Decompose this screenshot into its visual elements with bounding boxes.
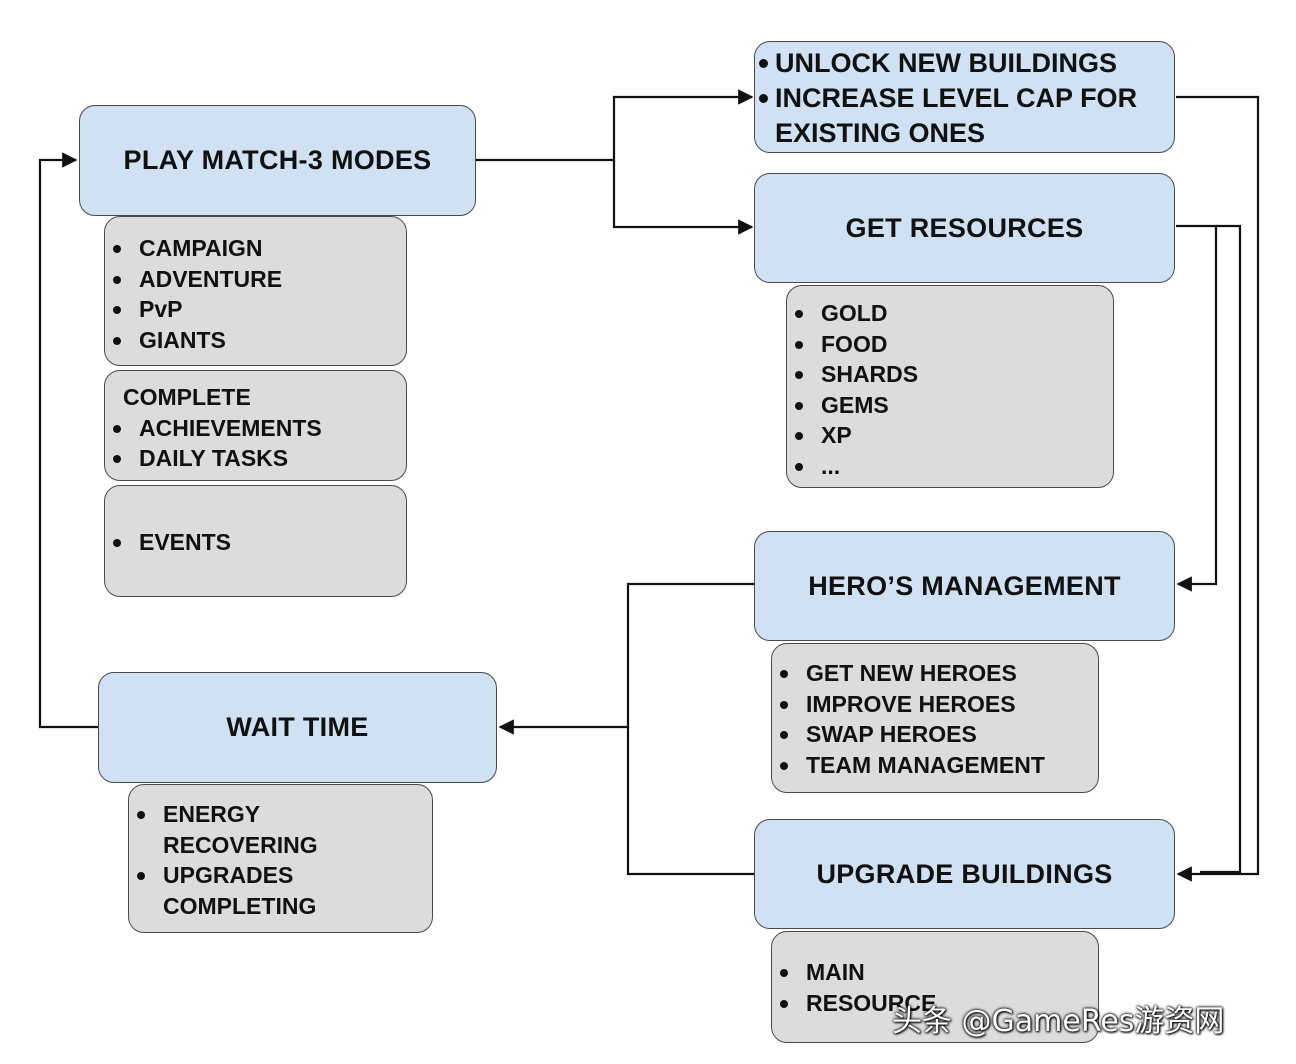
play-match3-title: PLAY MATCH-3 MODES — [123, 145, 432, 175]
list-item: GOLD — [787, 298, 1113, 329]
list-item: GET NEW HEROES — [772, 658, 1098, 689]
play-match3-node: PLAY MATCH-3 MODES — [79, 105, 476, 216]
list-item-continuation: RECOVERING — [163, 831, 318, 858]
list-item: ACHIEVEMENTS — [105, 413, 406, 444]
list-item: INCREASE LEVEL CAP FOR — [755, 81, 1174, 116]
list-item: UPGRADES — [129, 860, 432, 891]
list-item: SWAP HEROES — [772, 719, 1098, 750]
list-item: FOOD — [787, 329, 1113, 360]
list-item: RESOURCE — [772, 988, 1098, 1019]
list-item-continuation: COMPLETING — [163, 892, 317, 919]
list-item: GIANTS — [105, 325, 406, 356]
list-item: GEMS — [787, 390, 1113, 421]
list-item: TEAM MANAGEMENT — [772, 750, 1098, 781]
play-modes-box: CAMPAIGN ADVENTURE PvP GIANTS — [104, 216, 407, 366]
wait-time-list: ENERGY RECOVERING UPGRADES COMPLETING — [129, 799, 432, 921]
events-list: EVENTS — [105, 527, 406, 558]
unlock-buildings-list: UNLOCK NEW BUILDINGS INCREASE LEVEL CAP … — [755, 46, 1174, 151]
resources-box: GOLD FOOD SHARDS GEMS XP ... — [786, 285, 1114, 488]
get-resources-node: GET RESOURCES — [754, 173, 1175, 283]
list-item: ... — [787, 451, 1113, 482]
heroes-management-title: HERO’S MANAGEMENT — [808, 570, 1121, 601]
heroes-box: GET NEW HEROES IMPROVE HEROES SWAP HEROE… — [771, 643, 1099, 793]
list-item: UNLOCK NEW BUILDINGS — [755, 46, 1174, 81]
list-item: MAIN — [772, 957, 1098, 988]
upgrade-buildings-box: MAIN RESOURCE — [771, 931, 1099, 1043]
arrow-play-to-resources — [612, 160, 754, 235]
complete-heading: COMPLETE — [123, 384, 251, 410]
list-item: PvP — [105, 294, 406, 325]
list-item: ADVENTURE — [105, 264, 406, 295]
arrow-resources-to-upgrade — [1200, 224, 1242, 874]
list-item: CAMPAIGN — [105, 233, 406, 264]
arrow-heroes-to-wait — [498, 582, 754, 735]
list-item: ENERGY — [129, 799, 432, 830]
wait-time-box: ENERGY RECOVERING UPGRADES COMPLETING — [128, 784, 433, 933]
list-item-continuation: EXISTING ONES — [775, 118, 986, 148]
wait-time-title: WAIT TIME — [226, 712, 369, 742]
list-item: DAILY TASKS — [105, 443, 406, 474]
list-item: IMPROVE HEROES — [772, 689, 1098, 720]
watermark: 头条 @GameRes游资网 — [892, 1004, 1225, 1039]
arrow-play-to-unlock — [476, 89, 754, 162]
unlock-buildings-node: UNLOCK NEW BUILDINGS INCREASE LEVEL CAP … — [754, 41, 1175, 153]
complete-box: COMPLETE ACHIEVEMENTS DAILY TASKS — [104, 370, 407, 481]
heroes-management-node: HERO’S MANAGEMENT — [754, 531, 1175, 641]
resources-list: GOLD FOOD SHARDS GEMS XP ... — [787, 298, 1113, 481]
upgrade-buildings-list: MAIN RESOURCE — [772, 957, 1098, 1018]
complete-list: COMPLETE ACHIEVEMENTS DAILY TASKS — [105, 382, 406, 474]
arrow-resources-to-heroes — [1176, 224, 1218, 592]
heroes-list: GET NEW HEROES IMPROVE HEROES SWAP HEROE… — [772, 658, 1098, 780]
arrow-unlock-to-upgrade — [1176, 95, 1260, 882]
play-modes-list: CAMPAIGN ADVENTURE PvP GIANTS — [105, 233, 406, 355]
upgrade-buildings-node: UPGRADE BUILDINGS — [754, 819, 1175, 929]
list-item: XP — [787, 420, 1113, 451]
upgrade-buildings-title: UPGRADE BUILDINGS — [816, 858, 1113, 889]
line-upgrade-to-wait — [626, 727, 754, 876]
arrow-wait-to-play — [38, 152, 98, 729]
list-item: EVENTS — [105, 527, 406, 558]
list-item: SHARDS — [787, 359, 1113, 390]
events-box: EVENTS — [104, 485, 407, 597]
wait-time-node: WAIT TIME — [98, 672, 497, 783]
get-resources-title: GET RESOURCES — [845, 212, 1084, 243]
